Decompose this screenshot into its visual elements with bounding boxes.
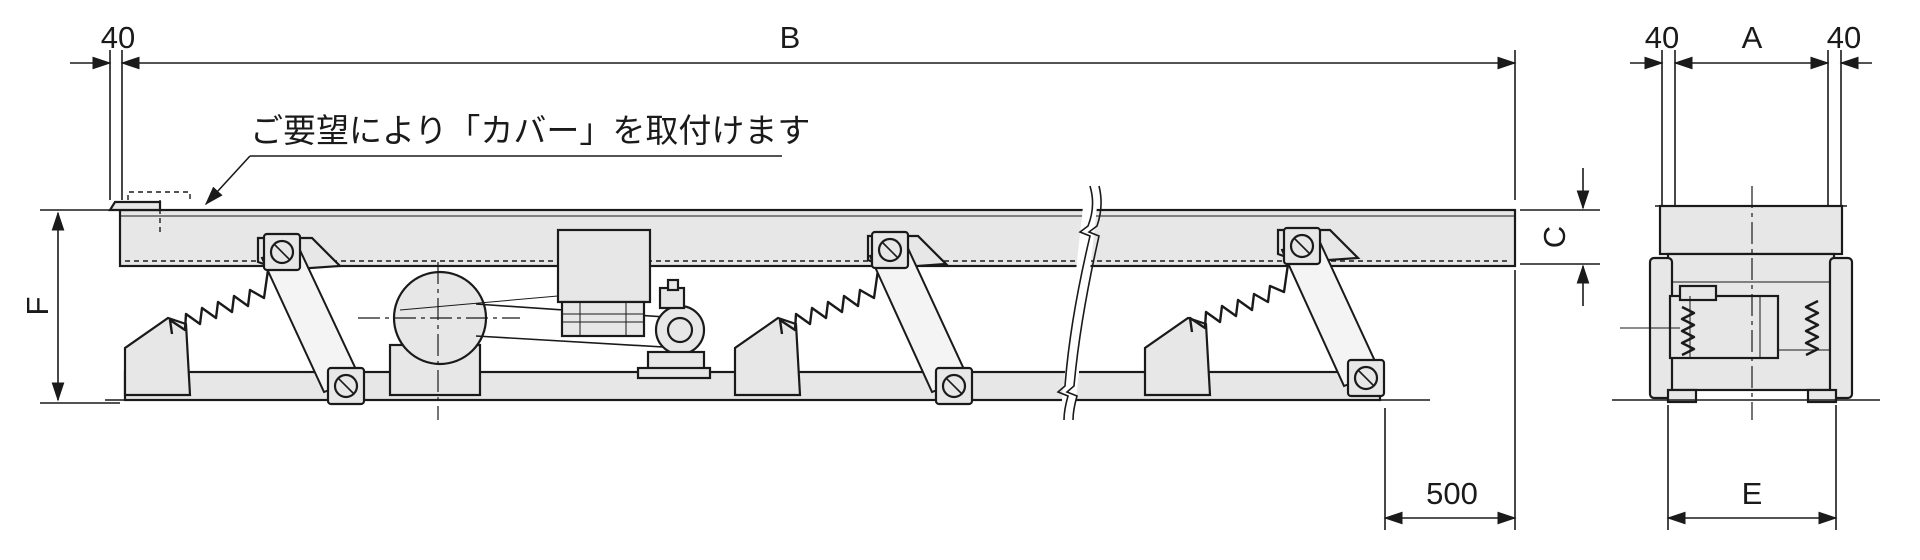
dim-bracket-extension: 500 (1383, 270, 1517, 530)
lower-bracket-1 (123, 316, 192, 397)
lower-bracket-2 (733, 316, 802, 397)
cover-note-text: ご要望により「カバー」を取付けます (250, 112, 810, 149)
dim-overall-length: B (120, 20, 1517, 200)
break-mark (1056, 185, 1102, 421)
dim-label-trough-width: A (1742, 20, 1763, 55)
end-spring-left (1680, 305, 1696, 357)
spring-2 (778, 269, 880, 335)
end-view: 40 A 40 E (1612, 20, 1880, 530)
end-foot-left (1666, 388, 1698, 404)
spring-unit-3 (1143, 226, 1386, 398)
dim-label-bracket-extension: 500 (1426, 476, 1478, 511)
end-motor (1668, 294, 1780, 360)
dim-trough-depth: C (1520, 168, 1600, 306)
vibrator-unit (560, 300, 646, 338)
trough-lip (108, 200, 162, 212)
dim-label-base-width: E (1742, 476, 1763, 511)
exciter-housing (556, 228, 652, 304)
dim-end-margin-left: 40 (1630, 20, 1679, 70)
cover-outline (127, 191, 191, 232)
spring-unit-2 (733, 230, 974, 406)
end-foot-right (1806, 388, 1838, 404)
dim-side-left-margin: 40 (70, 20, 135, 200)
dim-label-trough-depth: C (1537, 226, 1572, 248)
end-spring-right (1804, 299, 1820, 357)
dim-base-width: E (1666, 405, 1838, 530)
end-side-plate-right (1828, 256, 1854, 400)
dim-label-end-margin-right: 40 (1827, 20, 1861, 55)
dim-trough-width: A (1673, 20, 1830, 70)
spring-unit-1 (123, 232, 366, 406)
dim-end-margin-right: 40 (1827, 20, 1872, 70)
end-trough (1658, 204, 1844, 256)
dim-label-side-left-margin: 40 (101, 20, 135, 55)
dim-label-end-margin-left: 40 (1645, 20, 1679, 55)
spring-1 (168, 269, 270, 335)
spring-3 (1188, 263, 1290, 333)
side-view: ご要望により「カバー」を取付けます (20, 20, 1600, 530)
lower-bracket-3 (1143, 316, 1212, 397)
drive-belt-bottom (475, 335, 681, 349)
drive-assembly (358, 228, 712, 420)
cover-note: ご要望により「カバー」を取付けます (204, 112, 810, 206)
note-leader-arrow (204, 155, 251, 206)
dim-label-overall-length: B (780, 20, 801, 55)
dim-total-height: F (20, 211, 65, 402)
dim-label-total-height: F (20, 297, 55, 316)
